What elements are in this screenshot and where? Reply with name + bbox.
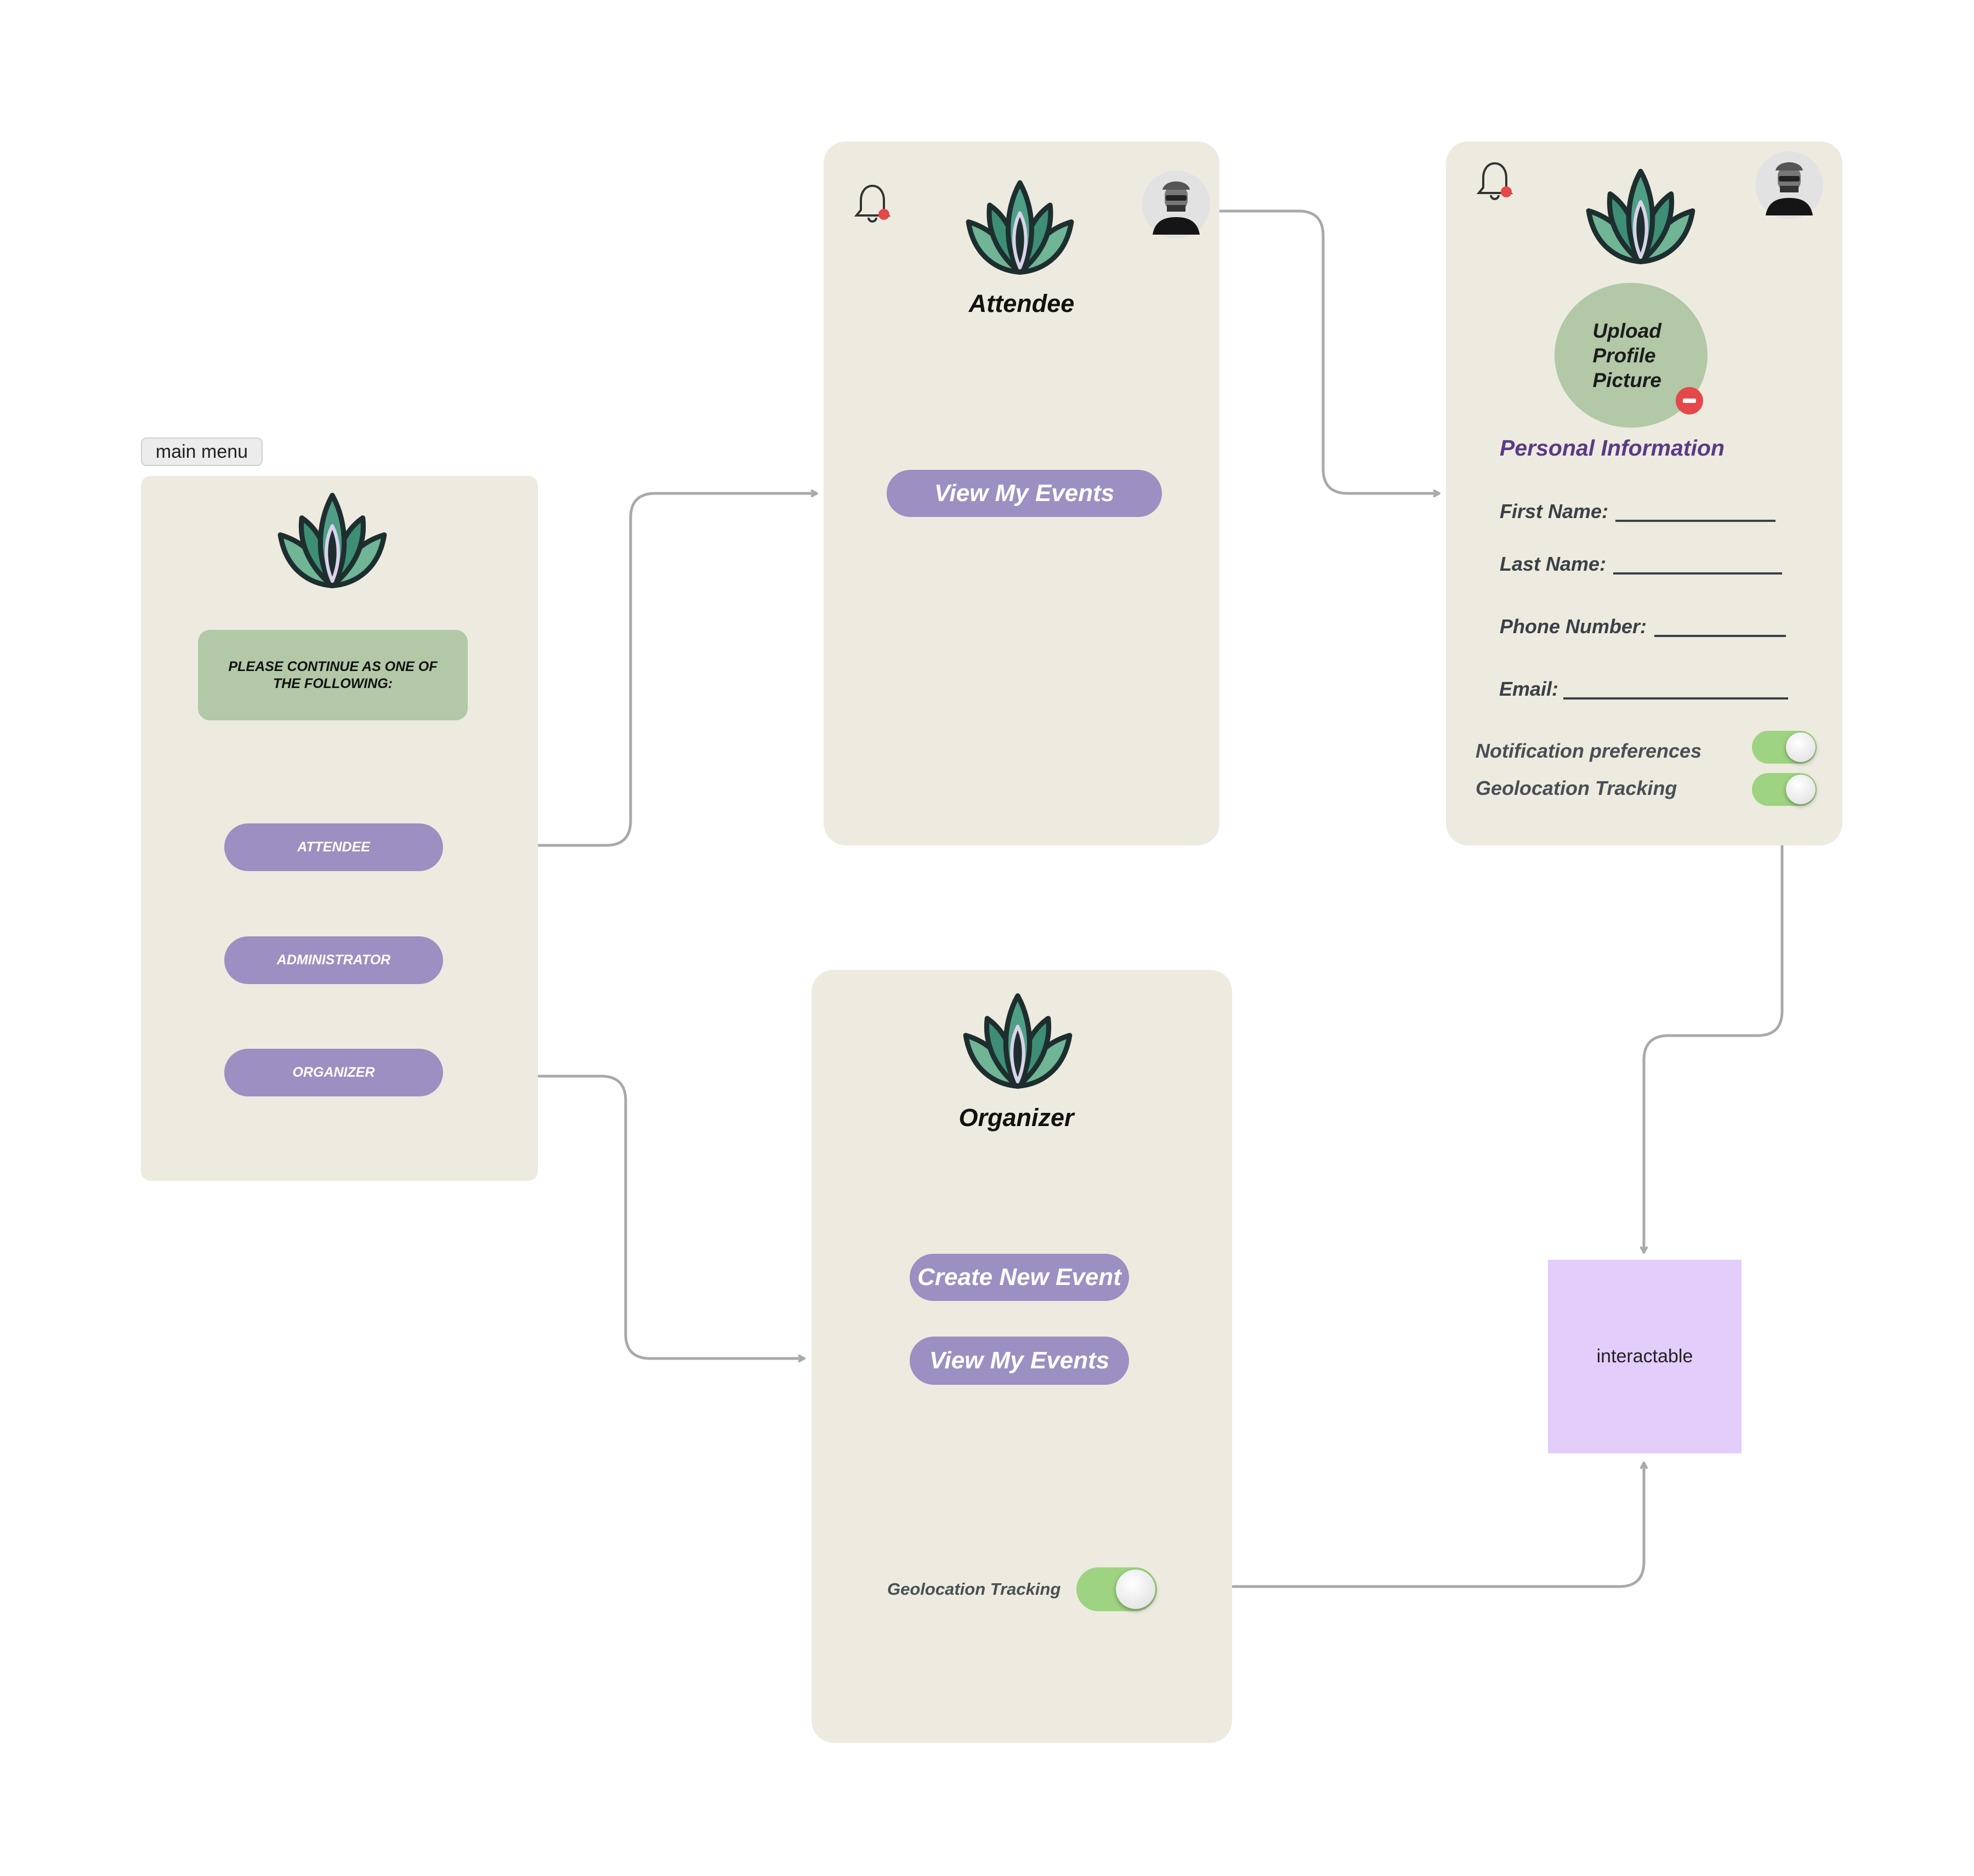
connector-org-toggle-note [1158,1463,1644,1588]
frame-label-main-menu: main menu [141,437,263,466]
lotus-logo-icon [966,180,1074,275]
connector-organizer [443,1075,804,1358]
connector-attendee [443,493,817,847]
main-menu-screen: PLEASE CONTINUE AS ONE OF THE FOLLOWING:… [141,476,538,1181]
avatar-icon[interactable] [1141,169,1212,240]
email-field[interactable] [1563,697,1788,700]
geolocation-tracking-toggle[interactable] [1752,773,1817,806]
organizer-button[interactable]: ORGANIZER [224,1049,443,1096]
email-label: Email: [1499,678,1559,700]
geolocation-tracking-label: Geolocation Tracking [1476,777,1677,799]
upload-profile-picture-label: Upload Profile Picture [1592,319,1661,391]
toggle-knob [1116,1570,1155,1609]
profile-screen: Upload Profile Picture Personal Informat… [1446,141,1842,845]
personal-information-heading: Personal Information [1500,435,1725,461]
attendee-button[interactable]: ATTENDEE [224,823,443,871]
role-prompt-text: PLEASE CONTINUE AS ONE OF THE FOLLOWING: [228,658,438,691]
first-name-field[interactable] [1615,520,1776,522]
toggle-knob [1786,732,1816,762]
role-prompt-box: PLEASE CONTINUE AS ONE OF THE FOLLOWING: [198,630,468,720]
upload-profile-picture-button[interactable]: Upload Profile Picture [1555,283,1708,428]
bell-icon[interactable] [854,181,893,225]
lotus-logo-icon [963,993,1073,1089]
organizer-title: Organizer [958,1104,1074,1132]
last-name-field[interactable] [1613,572,1782,575]
view-my-events-button[interactable]: View My Events [887,470,1162,517]
phone-number-field[interactable] [1654,635,1786,637]
toggle-knob [1786,775,1816,804]
lotus-logo-icon [277,492,387,588]
view-my-events-button[interactable]: View My Events [910,1337,1129,1385]
first-name-label: First Name: [1500,500,1609,522]
administrator-button[interactable]: ADMINISTRATOR [224,936,443,984]
interactable-note-text: interactable [1596,1346,1693,1367]
minus-badge-icon[interactable] [1675,386,1704,416]
notification-preferences-toggle[interactable] [1752,731,1817,764]
geolocation-tracking-label: Geolocation Tracking [887,1579,1061,1599]
connector-avatar-profile [1201,209,1439,493]
geolocation-tracking-toggle[interactable] [1076,1567,1157,1611]
avatar-icon[interactable] [1754,150,1825,221]
bell-icon[interactable] [1477,159,1515,203]
last-name-label: Last Name: [1500,553,1607,575]
organizer-screen: Organizer Create New Event View My Event… [812,970,1232,1743]
lotus-logo-icon [1586,168,1695,264]
interactable-note: interactable [1548,1260,1742,1453]
phone-number-label: Phone Number: [1500,615,1647,638]
connector-toggle-note [1644,816,1784,1253]
attendee-screen: Attendee View My Events [824,141,1219,845]
notification-preferences-label: Notification preferences [1476,740,1702,762]
create-new-event-button[interactable]: Create New Event [910,1254,1129,1301]
attendee-title: Attendee [968,289,1075,317]
